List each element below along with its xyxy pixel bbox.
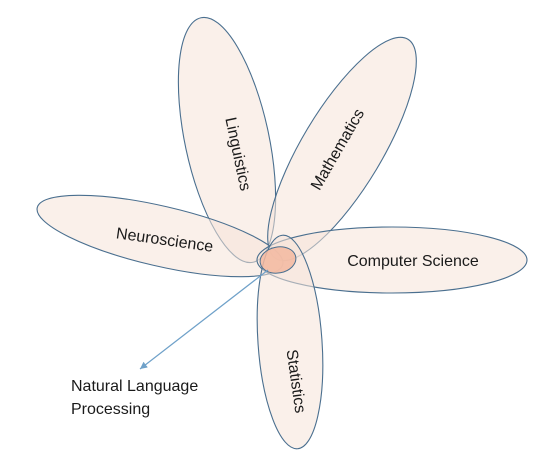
label-computer-science: Computer Science [347, 253, 479, 270]
petals [36, 16, 528, 450]
petal-statistics [256, 234, 324, 450]
center-arrow [139, 269, 269, 370]
petal-computer-science [256, 226, 528, 294]
nlp-label-line2: Processing [71, 401, 150, 418]
center-overlap [259, 246, 297, 274]
nlp-label-line1: Natural Language [71, 378, 198, 395]
